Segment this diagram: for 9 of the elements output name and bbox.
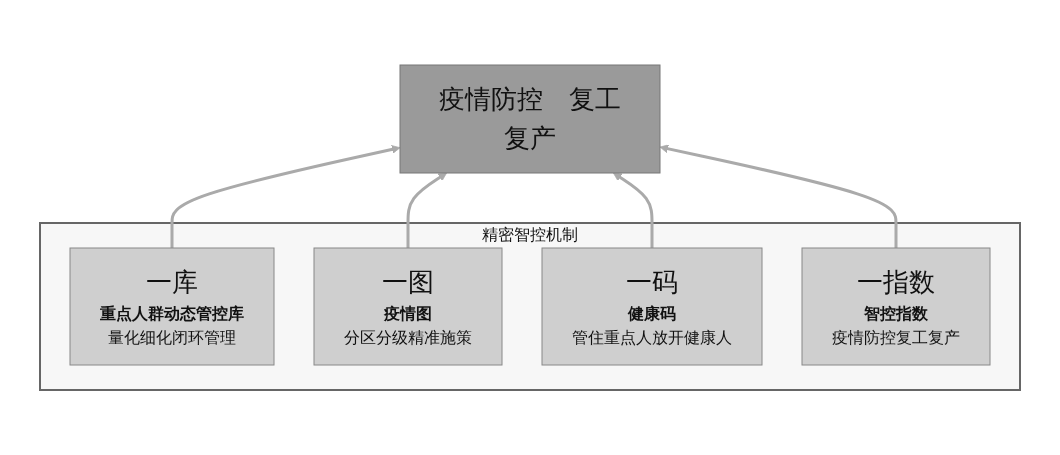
node-box: 一指数 智控指数 疫情防控复工复产 (801, 247, 991, 366)
arrow (170, 145, 401, 248)
node-box: 疫情防控 复工复产 (399, 64, 661, 174)
node-box: 一码 健康码 管住重点人放开健康人 (541, 247, 763, 366)
arrow (659, 144, 898, 248)
node-box: 一库 重点人群动态管控库 量化细化闭环管理 (69, 247, 275, 366)
arrow (613, 172, 654, 248)
node-box: 一图 疫情图 分区分级精准施策 (313, 247, 503, 366)
arrow (406, 172, 447, 248)
